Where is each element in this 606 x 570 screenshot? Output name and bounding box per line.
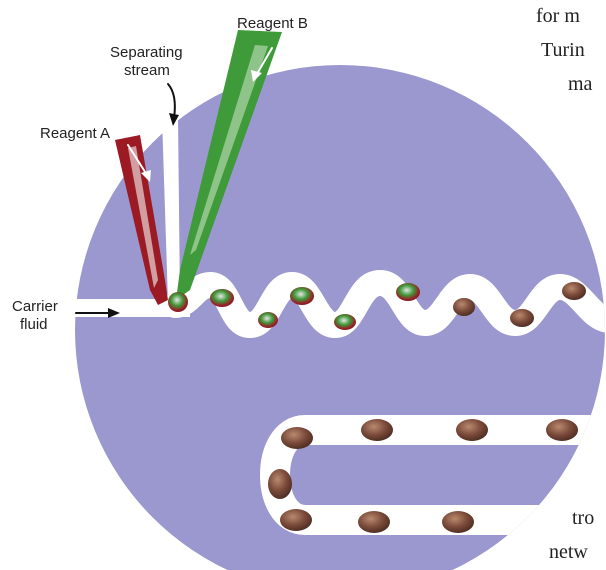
page-text-fragment: ma xyxy=(568,72,592,96)
reagent-a-label: Reagent A xyxy=(40,125,110,142)
page-text-fragment: Turin xyxy=(541,38,585,62)
page-text-fragment: tro xyxy=(572,506,594,530)
junction-droplet xyxy=(168,292,188,312)
carrier-fluid-label-line1: Carrier xyxy=(12,298,58,315)
page-text-fragment: for m xyxy=(536,4,580,28)
reagent-b-label: Reagent B xyxy=(237,15,308,32)
page-text-fragment: netw xyxy=(549,540,588,564)
separating-stream-label-line2: stream xyxy=(124,62,170,79)
separating-stream-label-line1: Separating xyxy=(110,44,183,61)
carrier-fluid-label-line2: fluid xyxy=(20,316,48,333)
separating-arrow-icon xyxy=(168,84,175,118)
